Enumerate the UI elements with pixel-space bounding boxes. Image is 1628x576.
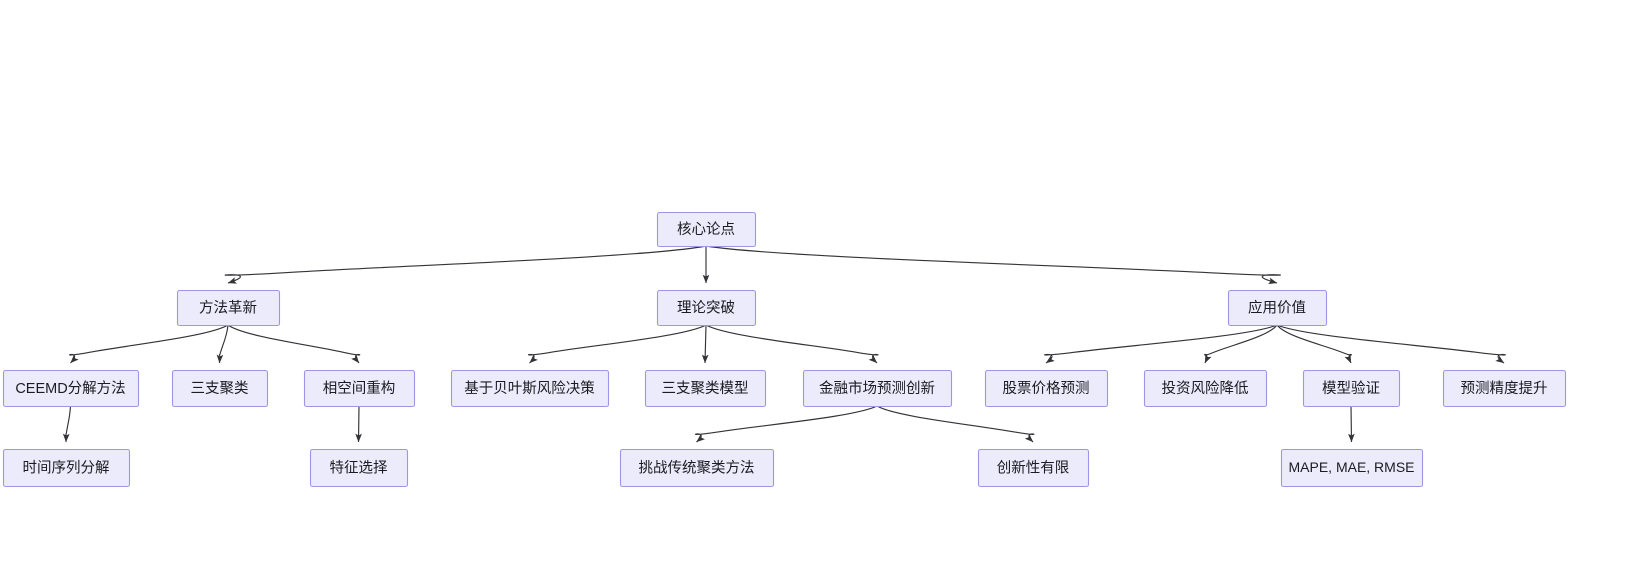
node-挑战传统聚类方法[interactable]: 挑战传统聚类方法 <box>619 448 775 488</box>
edge-核心论点-to-方法革新 <box>224 245 707 284</box>
node-box[interactable] <box>1442 369 1567 408</box>
edge-方法革新-to-三支聚类 <box>216 324 229 364</box>
node-label: 创新性有限 <box>997 459 1070 476</box>
node-box[interactable] <box>619 448 775 488</box>
node-box[interactable] <box>450 369 610 408</box>
node-ceemd分解方法[interactable]: CEEMD分解方法 <box>2 369 140 408</box>
node-box[interactable] <box>1280 448 1424 488</box>
node-box[interactable] <box>656 211 757 248</box>
edge-应用价值-to-股票价格预测 <box>1044 324 1278 364</box>
node-label: 基于贝叶斯风险决策 <box>464 380 595 397</box>
node-box[interactable] <box>309 448 409 488</box>
node-box[interactable] <box>802 369 953 408</box>
node-理论突破[interactable]: 理论突破 <box>656 289 757 327</box>
node-时间序列分解[interactable]: 时间序列分解 <box>2 448 131 488</box>
node-金融市场预测创新[interactable]: 金融市场预测创新 <box>802 369 953 408</box>
node-box[interactable] <box>656 289 757 327</box>
node-box[interactable] <box>2 448 131 488</box>
node-label: 投资风险降低 <box>1162 380 1249 397</box>
node-box[interactable] <box>644 369 767 408</box>
node-label: 三支聚类模型 <box>662 380 749 397</box>
node-label: 挑战传统聚类方法 <box>639 459 755 476</box>
edge-金融市场预测创新-to-挑战传统聚类方法 <box>694 405 878 443</box>
node-label: 时间序列分解 <box>23 459 110 476</box>
node-创新性有限[interactable]: 创新性有限 <box>977 448 1090 488</box>
node-box[interactable] <box>1302 369 1401 408</box>
node-label: 相空间重构 <box>323 380 396 397</box>
node-box[interactable] <box>176 289 281 327</box>
node-股票价格预测[interactable]: 股票价格预测 <box>984 369 1109 408</box>
node-box[interactable] <box>1143 369 1268 408</box>
node-投资风险降低[interactable]: 投资风险降低 <box>1143 369 1268 408</box>
node-模型验证[interactable]: 模型验证 <box>1302 369 1401 408</box>
edge-layer <box>62 245 1506 443</box>
node-label: MAPE, MAE, RMSE <box>1288 459 1414 475</box>
node-label: 理论突破 <box>677 299 735 316</box>
node-核心论点[interactable]: 核心论点 <box>656 211 757 248</box>
node-相空间重构[interactable]: 相空间重构 <box>303 369 416 408</box>
node-特征选择[interactable]: 特征选择 <box>309 448 409 488</box>
edge-应用价值-to-投资风险降低 <box>1204 324 1278 364</box>
node-三支聚类[interactable]: 三支聚类 <box>171 369 269 408</box>
edge-方法革新-to-相空间重构 <box>227 324 361 364</box>
node-box[interactable] <box>1227 289 1328 327</box>
edge-理论突破-to-三支聚类模型 <box>701 324 709 364</box>
node-label: 金融市场预测创新 <box>819 380 935 397</box>
node-label: 预测精度提升 <box>1461 380 1548 397</box>
node-box[interactable] <box>977 448 1090 488</box>
node-label: 股票价格预测 <box>1003 380 1090 397</box>
node-mape-mae-rmse[interactable]: MAPE, MAE, RMSE <box>1280 448 1424 488</box>
node-预测精度提升[interactable]: 预测精度提升 <box>1442 369 1567 408</box>
node-label: 核心论点 <box>677 221 735 238</box>
node-三支聚类模型[interactable]: 三支聚类模型 <box>644 369 767 408</box>
node-基于贝叶斯风险决策[interactable]: 基于贝叶斯风险决策 <box>450 369 610 408</box>
node-box[interactable] <box>984 369 1109 408</box>
edge-核心论点-to-应用价值 <box>705 245 1281 285</box>
node-label: 三支聚类 <box>191 380 249 397</box>
node-方法革新[interactable]: 方法革新 <box>176 289 281 327</box>
edge-相空间重构-to-特征选择 <box>355 405 362 443</box>
node-box[interactable] <box>171 369 269 408</box>
node-box[interactable] <box>303 369 416 408</box>
edge-金融市场预测创新-to-创新性有限 <box>876 405 1035 443</box>
node-label: 方法革新 <box>199 299 257 316</box>
edge-方法革新-to-ceemd分解方法 <box>69 324 229 364</box>
edge-理论突破-to-金融市场预测创新 <box>705 324 879 364</box>
node-应用价值[interactable]: 应用价值 <box>1227 289 1328 327</box>
node-label: 模型验证 <box>1322 380 1380 397</box>
edge-ceemd分解方法-to-时间序列分解 <box>62 405 72 443</box>
node-box[interactable] <box>2 369 140 408</box>
node-label: 应用价值 <box>1248 298 1306 316</box>
edge-应用价值-to-模型验证 <box>1276 324 1353 364</box>
node-label: 特征选择 <box>330 459 388 476</box>
edge-理论突破-to-基于贝叶斯风险决策 <box>527 324 707 364</box>
node-label: CEEMD分解方法 <box>15 380 125 397</box>
edge-应用价值-to-预测精度提升 <box>1276 324 1506 364</box>
edge-模型验证-to-mape-mae-rmse <box>1348 405 1355 443</box>
